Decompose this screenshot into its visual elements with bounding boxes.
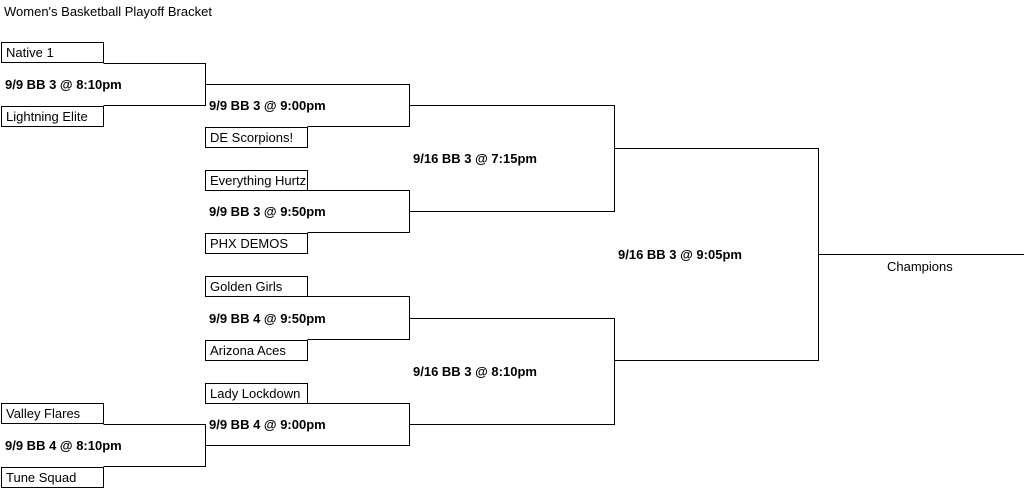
bracket-connector-semi1: [409, 105, 615, 212]
team-phx-demos: PHX DEMOS: [205, 233, 308, 254]
team-arizona-aces: Arizona Aces: [205, 340, 308, 361]
game-r1-bottom: 9/9 BB 4 @ 8:10pm: [5, 438, 122, 453]
team-golden-girls: Golden Girls: [205, 276, 308, 297]
team-tune-squad: Tune Squad: [1, 467, 104, 488]
team-valley-flares: Valley Flares: [1, 403, 104, 424]
team-lady-lockdown: Lady Lockdown: [205, 383, 308, 404]
game-semi-2: 9/16 BB 3 @ 8:10pm: [413, 364, 537, 379]
game-r2-3: 9/9 BB 4 @ 9:50pm: [209, 311, 326, 326]
team-everything-hurtz: Everything Hurtz: [205, 170, 308, 191]
game-r1-top: 9/9 BB 3 @ 8:10pm: [5, 77, 122, 92]
team-de-scorpions: DE Scorpions!: [205, 127, 308, 148]
bracket-title: Women's Basketball Playoff Bracket: [4, 4, 212, 19]
bracket-connector-semi2: [409, 318, 615, 425]
game-r2-1: 9/9 BB 3 @ 9:00pm: [209, 98, 326, 113]
team-native-1: Native 1: [1, 42, 104, 63]
game-r2-2: 9/9 BB 3 @ 9:50pm: [209, 204, 326, 219]
game-semi-1: 9/16 BB 3 @ 7:15pm: [413, 151, 537, 166]
game-final: 9/16 BB 3 @ 9:05pm: [618, 247, 742, 262]
game-r2-4: 9/9 BB 4 @ 9:00pm: [209, 417, 326, 432]
champion-label: Champions: [887, 259, 953, 274]
team-lightning-elite: Lightning Elite: [1, 106, 104, 127]
